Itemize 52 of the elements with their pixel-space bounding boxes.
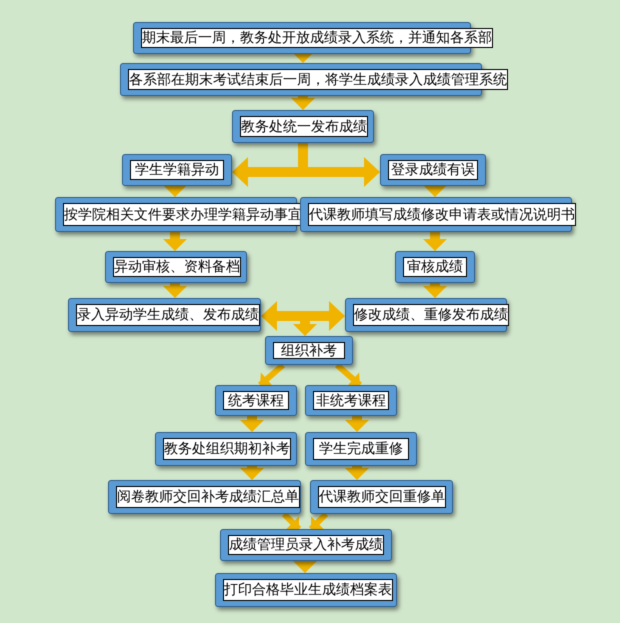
step-label: 组织补考 [273, 342, 345, 359]
arrow [240, 466, 264, 480]
arrow [345, 416, 369, 432]
arrow [163, 283, 187, 298]
process-box [122, 154, 232, 186]
step-label: 各系部在期末考试结束后一周，将学生成绩录入成绩管理系统 [128, 69, 508, 90]
step-label: 统考课程 [223, 391, 289, 410]
arrow [163, 232, 187, 251]
step-label: 登录成绩有误 [388, 160, 478, 180]
arrow [240, 416, 264, 432]
arrow [335, 362, 362, 388]
arrow [423, 232, 447, 251]
arrow [423, 185, 447, 197]
process-box [395, 251, 475, 283]
arrow [293, 561, 317, 573]
process-box [155, 432, 297, 466]
process-box [310, 480, 453, 514]
step-label: 学生完成重修 [313, 438, 409, 460]
process-box [305, 385, 397, 416]
process-box [305, 432, 417, 466]
step-label: 代课教师交回重修单 [318, 486, 446, 508]
arrow [345, 466, 369, 480]
process-box [108, 480, 301, 514]
process-box [215, 573, 397, 607]
step-label: 学生学籍异动 [130, 160, 224, 180]
arrow [291, 96, 315, 110]
step-label: 修改成绩、重修发布成绩 [353, 304, 509, 326]
step-label: 代课教师填写成绩修改申请表或情况说明书 [308, 203, 576, 226]
process-box [345, 298, 507, 332]
process-box [220, 529, 392, 561]
process-box [265, 336, 353, 365]
step-label: 教务处组织期初补考 [163, 438, 291, 460]
step-label: 异动审核、资料备档 [113, 257, 241, 277]
step-label: 期末最后一周，教务处开放成绩录入系统，并通知各系部 [141, 28, 493, 48]
step-label: 非统考课程 [313, 391, 389, 410]
arrow [258, 362, 285, 388]
step-label: 成绩管理员录入补考成绩 [228, 535, 384, 555]
arrow [282, 512, 302, 532]
arrow [423, 283, 447, 298]
step-label: 打印合格毕业生成绩档案表 [223, 579, 393, 601]
arrow [261, 301, 345, 331]
step-label: 教务处统一发布成绩 [240, 116, 368, 137]
process-box [68, 298, 261, 332]
arrow [163, 185, 187, 197]
process-box [105, 251, 247, 283]
step-label: 阅卷教师交回补考成绩汇总单 [116, 486, 300, 508]
step-label: 审核成绩 [403, 257, 467, 277]
process-box [380, 154, 486, 186]
step-label: 录入异动学生成绩、发布成绩 [76, 304, 260, 326]
process-box [215, 385, 297, 416]
arrow [308, 512, 328, 532]
process-box [232, 110, 374, 143]
